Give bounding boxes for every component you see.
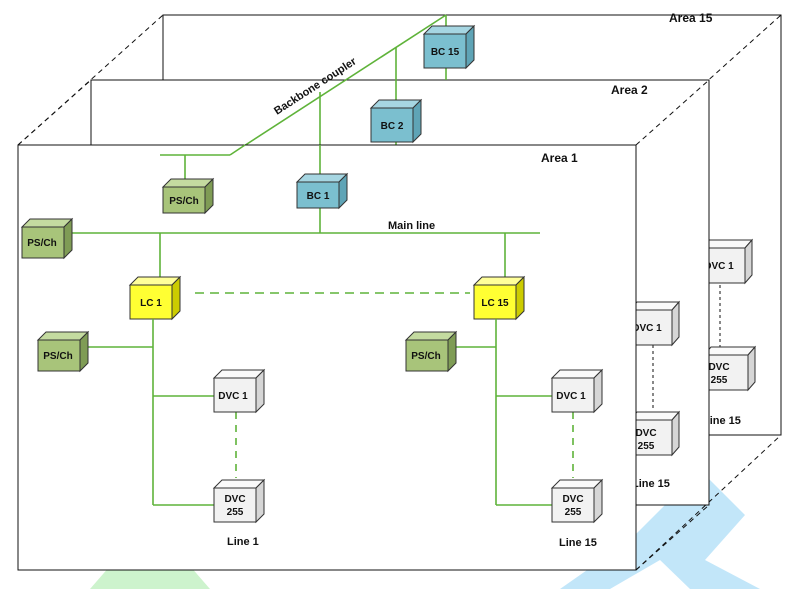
ps-ch-line1-label: PS/Ch — [43, 351, 72, 362]
lc15-box: LC 15 — [472, 275, 526, 321]
lc1-box: LC 1 — [128, 275, 182, 321]
ps-ch-main-label: PS/Ch — [27, 238, 56, 249]
ps-ch-line15-label: PS/Ch — [411, 351, 440, 362]
a15-dvc255-box: DVC 255 — [702, 345, 757, 392]
area-1-plane: Area 1 — [17, 144, 637, 571]
line-1-label: Line 1 — [227, 536, 259, 548]
ps-ch-backbone-box: PS/Ch — [161, 177, 215, 215]
a15-dvc1-box: DVC 1 — [699, 238, 754, 285]
a2-line15-label: Line 15 — [632, 478, 670, 490]
area-1-label: Area 1 — [541, 151, 578, 165]
main-line: Main line — [62, 208, 540, 285]
a2-dvc255-label-b: 255 — [638, 441, 655, 452]
a15-dvc255-label-b: 255 — [711, 375, 728, 386]
a15-line15-label: Line 15 — [703, 415, 741, 427]
l15-dvc1-label: DVC 1 — [556, 391, 586, 402]
bc1-label: BC 1 — [307, 191, 330, 202]
l15-dvc255-box: DVC 255 — [550, 478, 604, 524]
line-15-wiring — [448, 319, 574, 506]
l15-dvc1-box: DVC 1 — [550, 368, 604, 414]
bc15-box: BC 15 — [422, 24, 476, 70]
a15-dvc255-label-a: DVC — [708, 362, 729, 373]
l1-dvc1-box: DVC 1 — [212, 368, 266, 414]
a2-dvc1-label: DVC 1 — [632, 323, 662, 334]
backbone-diagonal-end — [229, 144, 246, 156]
bc2-box: BC 2 — [369, 98, 423, 144]
l1-dvc255-label-a: DVC — [224, 494, 245, 505]
a2-dvc1-box: DVC 1 — [628, 300, 681, 347]
line-1-wiring — [84, 319, 237, 506]
bc1-box: BC 1 — [295, 172, 349, 210]
a15-dvc1-label: DVC 1 — [704, 261, 734, 272]
ps-ch-line1-box: PS/Ch — [36, 330, 90, 373]
lc1-label: LC 1 — [140, 298, 162, 309]
ps-ch-backbone-label: PS/Ch — [169, 196, 198, 207]
a2-dvc255-label-a: DVC — [635, 428, 656, 439]
l1-dvc255-box: DVC 255 — [212, 478, 266, 524]
area-2-devices: DVC 1 DVC 255 Line 15 — [628, 300, 681, 490]
bc2-label: BC 2 — [381, 121, 404, 132]
lc15-label: LC 15 — [481, 298, 509, 309]
area-15-devices: DVC 1 DVC 255 Line 15 — [699, 238, 757, 427]
a2-dvc255-box: DVC 255 — [628, 410, 681, 457]
ps-ch-line15-box: PS/Ch — [404, 330, 458, 373]
l1-dvc1-label: DVC 1 — [218, 391, 248, 402]
main-line-label: Main line — [388, 220, 435, 232]
l1-dvc255-label-b: 255 — [227, 507, 244, 518]
l15-dvc255-label-a: DVC — [562, 494, 583, 505]
area-15-label: Area 15 — [669, 11, 713, 25]
l15-dvc255-label-b: 255 — [565, 507, 582, 518]
bc15-label: BC 15 — [431, 47, 460, 58]
area-2-label: Area 2 — [611, 83, 648, 97]
ps-ch-main-box: PS/Ch — [20, 217, 74, 260]
line-15-label: Line 15 — [559, 537, 597, 549]
